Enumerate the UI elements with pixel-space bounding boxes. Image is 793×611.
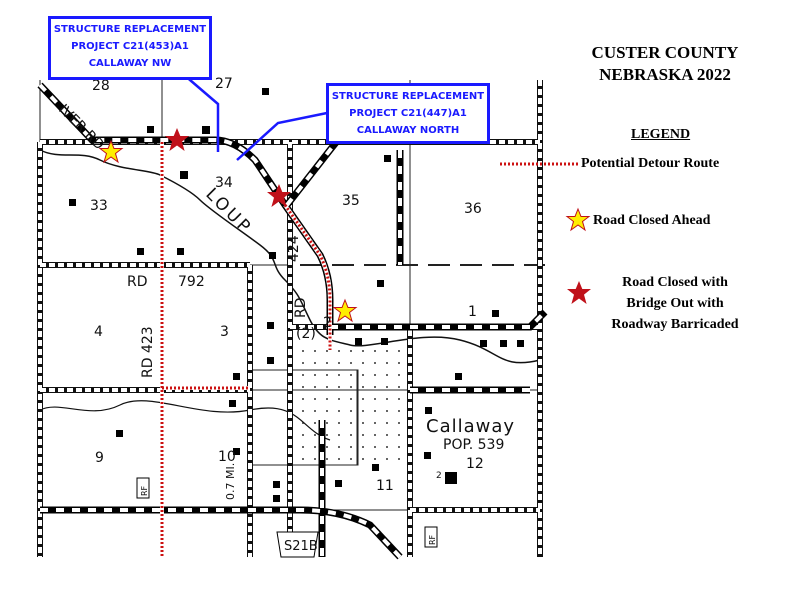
callout-line: STRUCTURE REPLACEMENT bbox=[331, 91, 485, 102]
svg-text:33: 33 bbox=[90, 198, 108, 214]
svg-text:27: 27 bbox=[215, 76, 233, 92]
svg-text:36: 36 bbox=[464, 201, 482, 217]
svg-text:IVER RD: IVER RD bbox=[55, 102, 107, 154]
callout-line: STRUCTURE REPLACEMENT bbox=[53, 24, 207, 35]
svg-text:RD: RD bbox=[293, 297, 309, 318]
house-markers bbox=[69, 88, 524, 502]
svg-text:POP. 539: POP. 539 bbox=[443, 437, 504, 453]
svg-text:1: 1 bbox=[468, 304, 477, 320]
svg-text:10: 10 bbox=[218, 449, 236, 465]
svg-text:LOUP: LOUP bbox=[201, 184, 255, 238]
svg-text:792: 792 bbox=[178, 274, 205, 290]
callout-line: PROJECT C21(447)A1 bbox=[349, 108, 467, 119]
svg-text:2: 2 bbox=[436, 471, 442, 481]
callout-callaway-north: STRUCTURE REPLACEMENT PROJECT C21(447)A1… bbox=[326, 83, 490, 144]
svg-text:35: 35 bbox=[342, 193, 360, 209]
legend-yellow-star-icon bbox=[565, 207, 591, 232]
svg-text:11: 11 bbox=[376, 478, 394, 494]
road-closed-ahead-star bbox=[98, 139, 124, 164]
route-shield: S21B bbox=[276, 531, 319, 558]
map-title: CUSTER COUNTY NEBRASKA 2022 bbox=[560, 42, 770, 86]
loup-river bbox=[39, 149, 541, 364]
svg-text:9: 9 bbox=[95, 450, 104, 466]
callout-line: CALLAWAY NW bbox=[88, 58, 172, 69]
svg-text:RD: RD bbox=[127, 274, 148, 290]
paved-roads bbox=[37, 82, 548, 560]
svg-text:28: 28 bbox=[92, 78, 110, 94]
detour-route bbox=[160, 142, 332, 557]
svg-text:RF: RF bbox=[140, 485, 149, 496]
svg-text:4: 4 bbox=[94, 324, 103, 340]
legend-line: Roadway Barricaded bbox=[611, 317, 739, 332]
rf-marker: RF RF bbox=[136, 477, 438, 548]
legend-closed-ahead-label: Road Closed Ahead bbox=[593, 213, 711, 228]
svg-text:12: 12 bbox=[466, 456, 484, 472]
callout-callaway-nw: STRUCTURE REPLACEMENT PROJECT C21(453)A1… bbox=[48, 16, 212, 80]
svg-text:2: 2 bbox=[323, 315, 332, 331]
svg-text:(2): (2) bbox=[296, 326, 316, 342]
town-area bbox=[288, 345, 408, 465]
road-closed-ahead-star bbox=[332, 298, 358, 323]
svg-text:424: 424 bbox=[286, 235, 302, 262]
callout-line: CALLAWAY NORTH bbox=[356, 125, 460, 136]
title-line: CUSTER COUNTY bbox=[591, 43, 739, 62]
bridge-out-star bbox=[165, 128, 189, 151]
title-line: NEBRASKA 2022 bbox=[599, 65, 731, 84]
legend-red-star-icon bbox=[567, 281, 591, 304]
svg-text:0.7 MI.: 0.7 MI. bbox=[224, 463, 237, 500]
legend-line: Road Closed with bbox=[622, 275, 728, 290]
legend-line: Bridge Out with bbox=[626, 296, 724, 311]
svg-text:3: 3 bbox=[220, 324, 229, 340]
svg-text:34: 34 bbox=[215, 175, 233, 191]
legend-heading: LEGEND bbox=[631, 127, 691, 142]
legend-detour-label: Potential Detour Route bbox=[581, 156, 720, 171]
legend-bridge-out-label: Road Closed with Bridge Out with Roadway… bbox=[590, 272, 760, 335]
callout-line: PROJECT C21(453)A1 bbox=[71, 41, 189, 52]
callout-leaders bbox=[182, 73, 328, 161]
svg-text:RD 423: RD 423 bbox=[140, 326, 156, 378]
bridge-out-star bbox=[267, 184, 291, 207]
svg-text:RF: RF bbox=[428, 534, 437, 545]
svg-text:Callaway: Callaway bbox=[426, 416, 515, 437]
svg-text:S21B: S21B bbox=[284, 539, 318, 554]
